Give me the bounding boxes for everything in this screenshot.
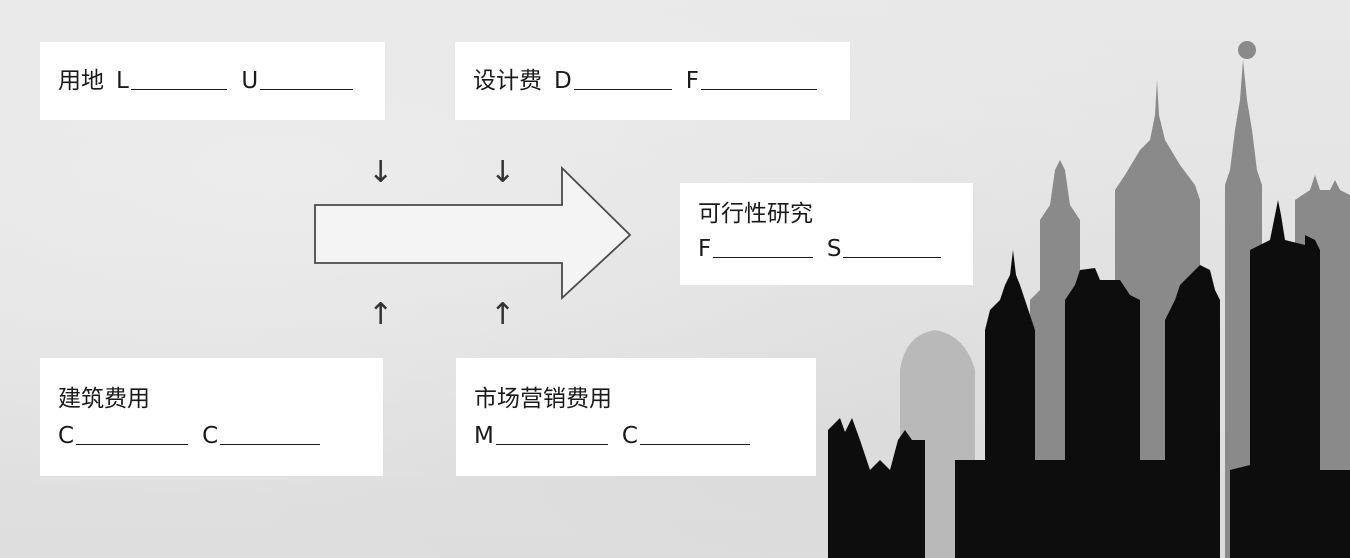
down-arrow-icon: ↓: [368, 155, 394, 190]
marketing-cost-card: 市场营销费用 M C: [456, 358, 816, 476]
up-arrow-icon: ↑: [490, 297, 516, 332]
blank-initial: U: [241, 68, 259, 94]
blank-initial: L: [116, 68, 129, 94]
design-fee-card: 设计费 D F: [455, 42, 850, 120]
card-title: 市场营销费用: [474, 386, 612, 412]
fill-in-blank[interactable]: [843, 255, 941, 258]
fill-in-blank[interactable]: [573, 87, 672, 90]
card-title: 可行性研究: [698, 201, 813, 227]
fill-in-blank[interactable]: [639, 442, 750, 445]
card-title: 建筑费用: [58, 386, 150, 412]
fill-in-blank[interactable]: [130, 87, 228, 90]
construction-cost-card: 建筑费用 C C: [40, 358, 383, 476]
blank-initial: C: [621, 423, 638, 449]
down-arrow-icon: ↓: [490, 155, 516, 190]
fill-in-blank[interactable]: [700, 87, 817, 90]
blank-initial: S: [826, 236, 842, 262]
blank-initial: C: [202, 423, 219, 449]
fill-in-blank[interactable]: [495, 442, 608, 445]
blank-initial: M: [474, 423, 494, 449]
feasibility-study-card: 可行性研究 F S: [680, 183, 973, 285]
land-cost-card: 用地 L U: [40, 42, 385, 120]
card-title: 设计费: [473, 68, 542, 94]
fill-in-blank[interactable]: [713, 255, 813, 258]
fill-in-blank[interactable]: [260, 87, 353, 90]
blank-initial: C: [58, 423, 75, 449]
blank-initial: D: [554, 68, 572, 94]
up-arrow-icon: ↑: [368, 297, 394, 332]
fill-in-blank[interactable]: [220, 442, 321, 445]
blank-initial: F: [698, 236, 712, 262]
card-title: 用地: [58, 68, 104, 94]
blank-initial: F: [685, 68, 699, 94]
fill-in-blank[interactable]: [76, 442, 189, 445]
